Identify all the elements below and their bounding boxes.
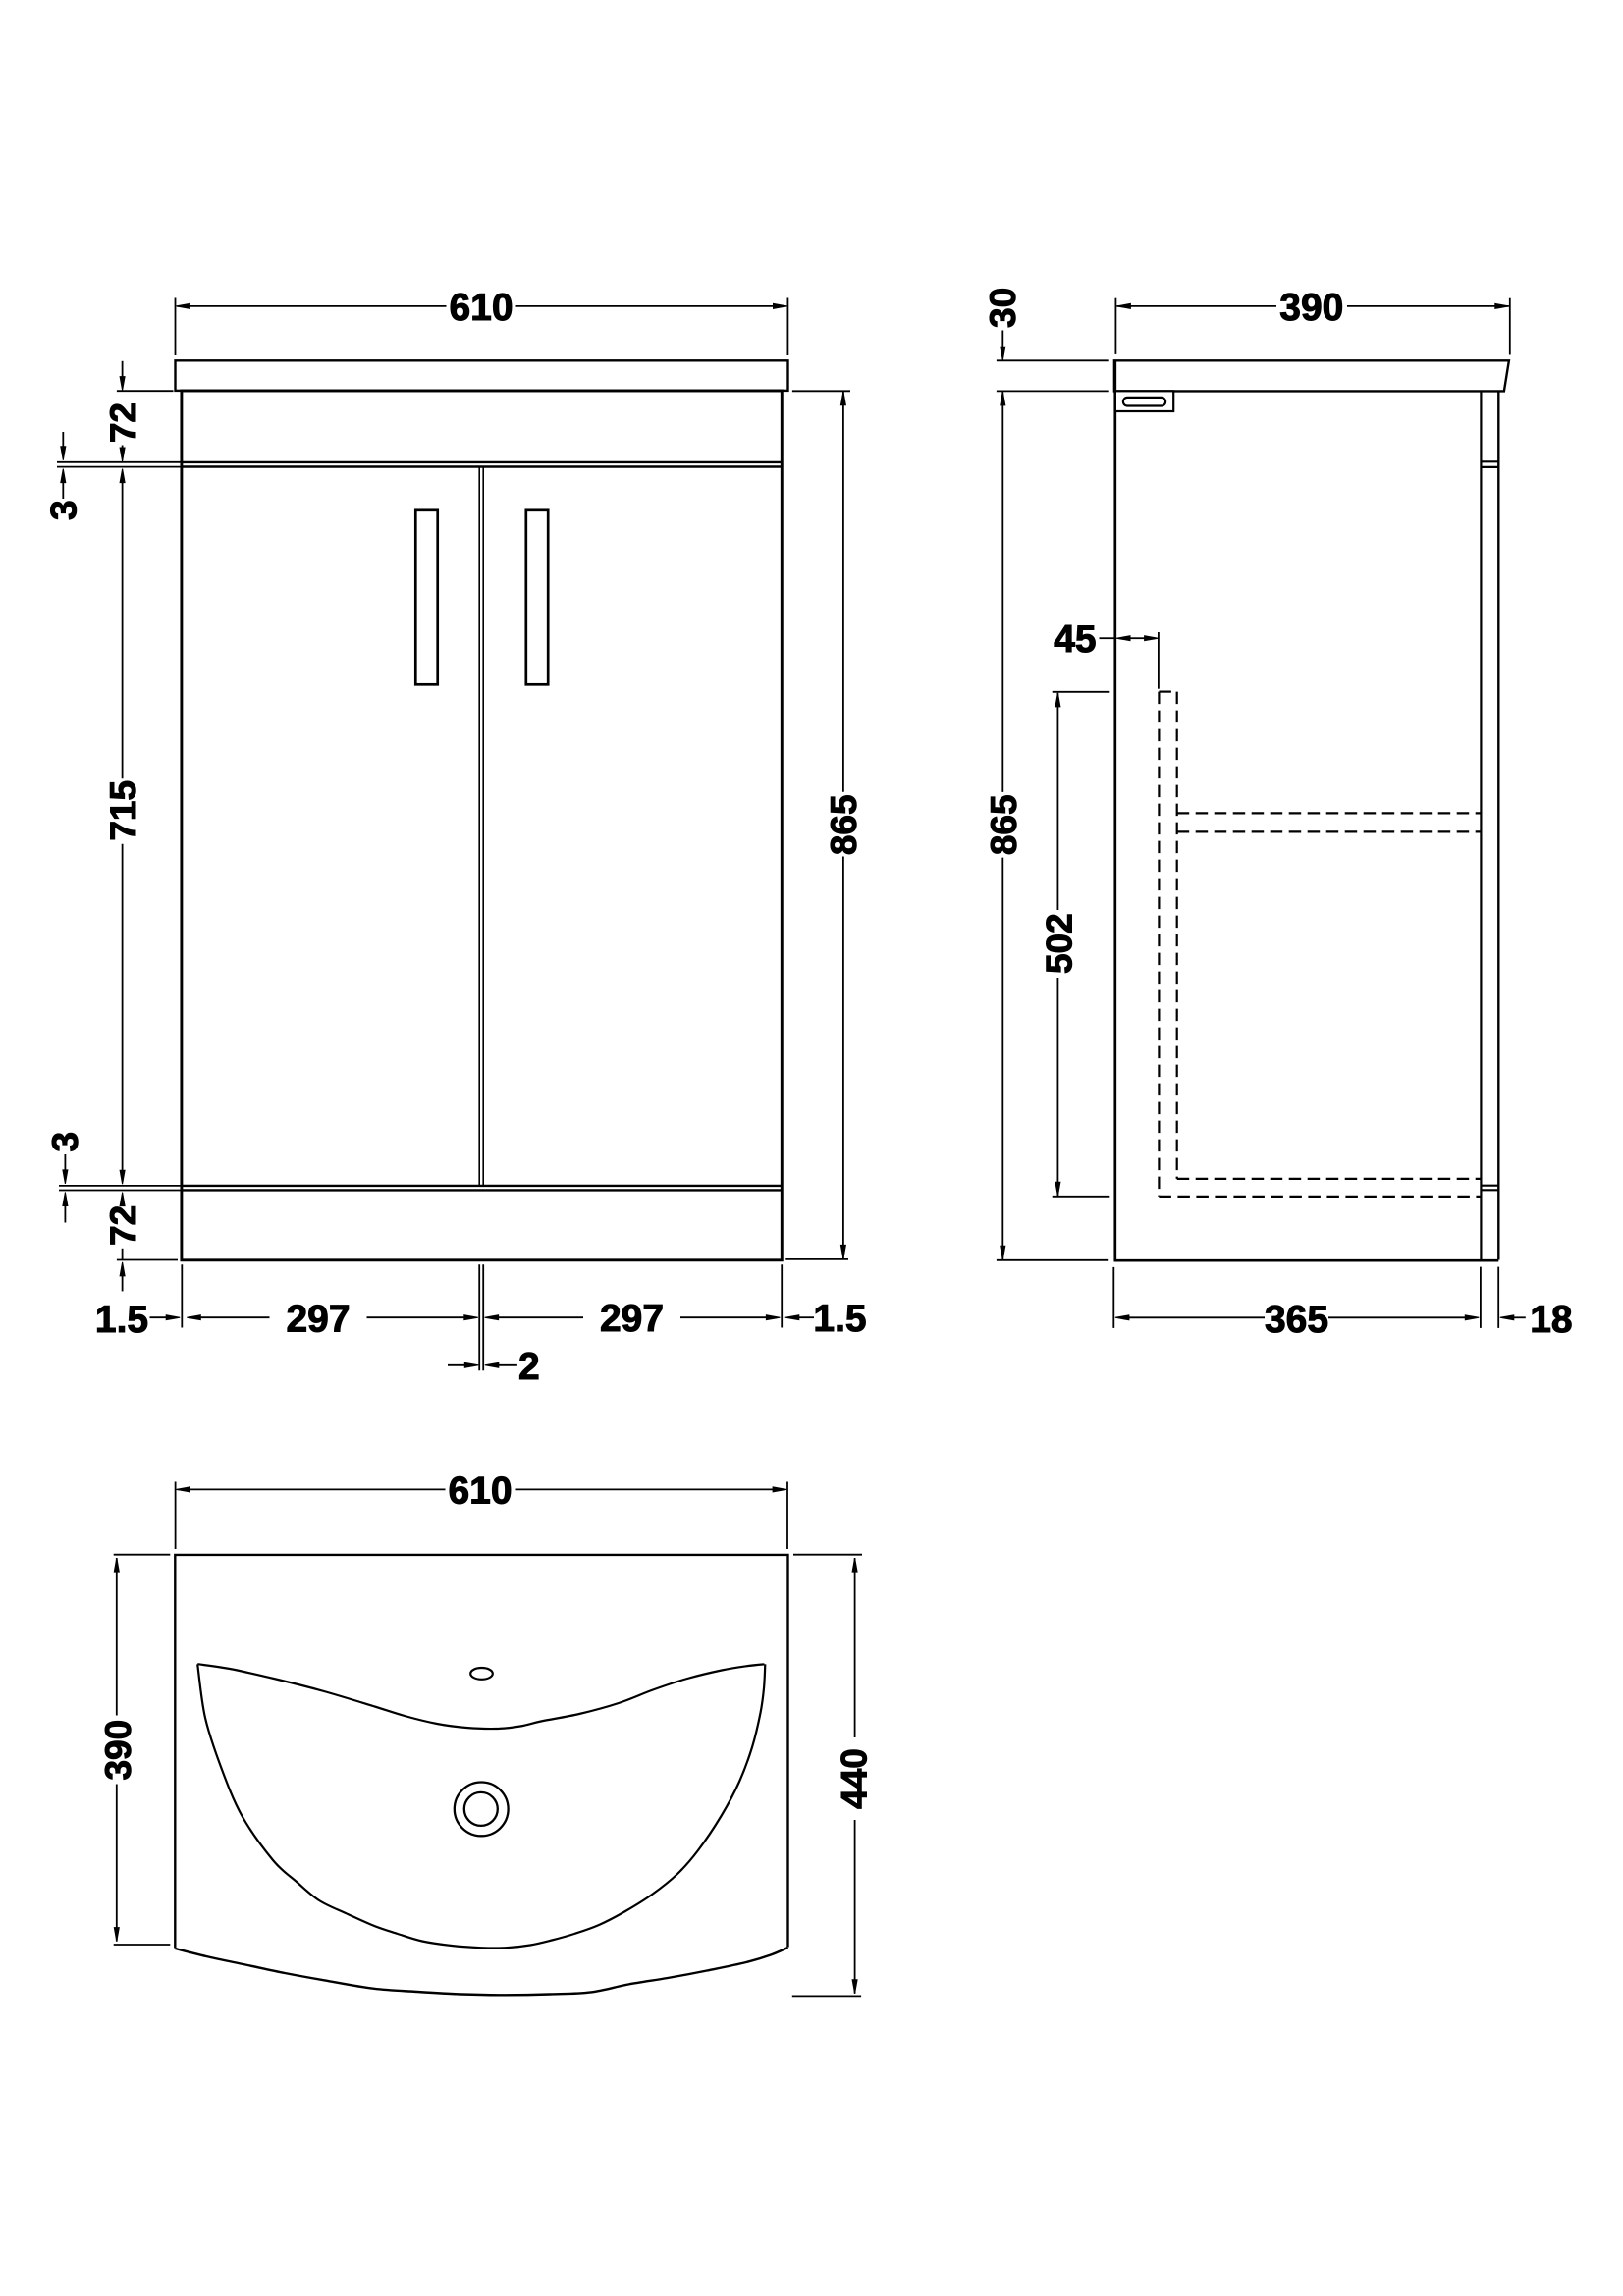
svg-text:865: 865 xyxy=(824,794,864,855)
svg-text:365: 365 xyxy=(1265,1299,1328,1341)
svg-text:390: 390 xyxy=(1279,287,1343,329)
svg-text:610: 610 xyxy=(448,1469,512,1512)
svg-text:72: 72 xyxy=(103,1205,143,1246)
svg-text:865: 865 xyxy=(984,794,1024,855)
svg-text:390: 390 xyxy=(98,1720,138,1781)
svg-text:2: 2 xyxy=(518,1346,540,1388)
svg-text:45: 45 xyxy=(1054,618,1096,661)
svg-text:440: 440 xyxy=(834,1748,874,1809)
svg-text:72: 72 xyxy=(103,402,143,443)
svg-text:1.5: 1.5 xyxy=(813,1298,866,1340)
svg-text:502: 502 xyxy=(1039,913,1079,974)
svg-text:610: 610 xyxy=(449,287,513,329)
svg-text:30: 30 xyxy=(983,288,1023,328)
svg-text:1.5: 1.5 xyxy=(95,1299,148,1341)
svg-text:715: 715 xyxy=(103,780,143,841)
svg-text:3: 3 xyxy=(45,1132,85,1152)
svg-text:297: 297 xyxy=(600,1298,664,1340)
svg-text:18: 18 xyxy=(1530,1299,1572,1341)
svg-text:297: 297 xyxy=(286,1299,350,1341)
svg-text:3: 3 xyxy=(44,500,84,520)
